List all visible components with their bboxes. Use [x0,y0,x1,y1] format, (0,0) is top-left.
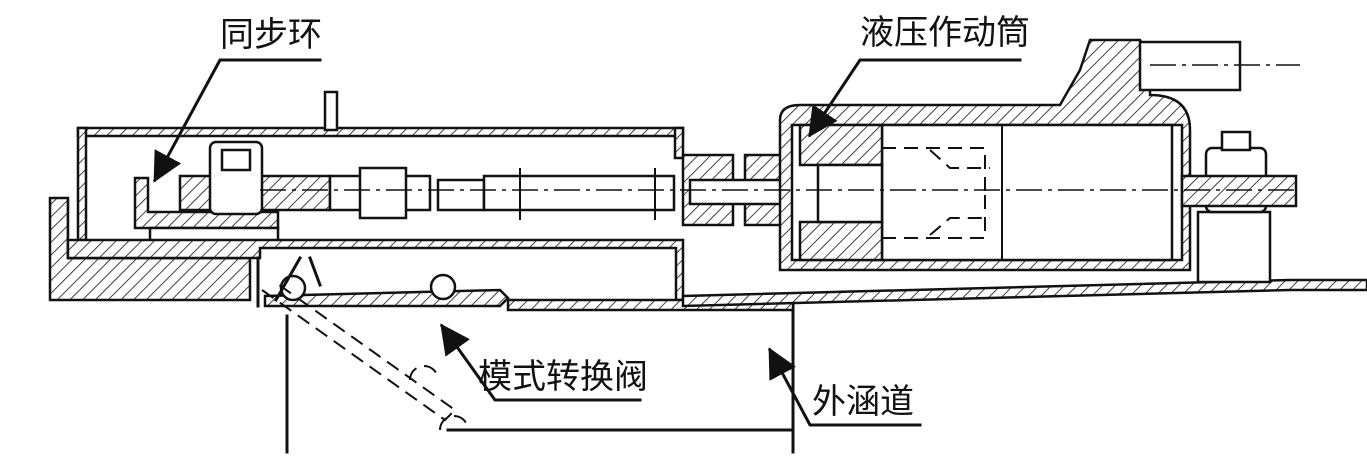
right-bracket [1180,130,1298,284]
hydraulic-actuator-label: 液压作动筒 [860,13,1030,53]
mode-selector-valve [256,255,510,308]
piston-profile [882,147,990,239]
inner-bulkhead [66,238,685,302]
leader-lines [152,58,1022,427]
bypass-duct-label: 外涵道 [812,382,914,422]
sync-ring-housing [76,90,685,242]
threaded-rod [178,140,676,220]
sync-ring-label: 同步环 [220,15,322,55]
duct-walls [285,278,1367,454]
center-lines [260,64,1300,191]
valve-alt-position [261,281,469,431]
mode-selector-valve-label: 模式转换阀 [478,357,648,397]
